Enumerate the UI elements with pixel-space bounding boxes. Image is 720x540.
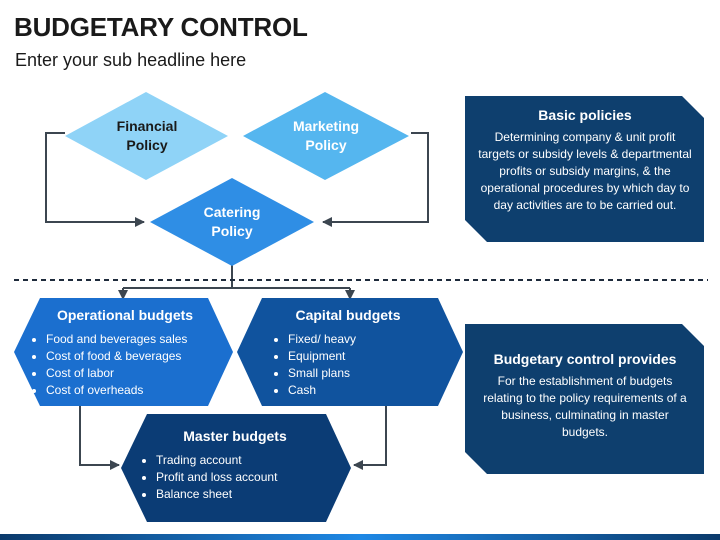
operational-budgets-title: Operational budgets: [56, 307, 194, 323]
list-item: Equipment: [288, 348, 438, 365]
basic-policies-title: Basic policies: [538, 107, 632, 123]
list-item: Fixed/ heavy: [288, 331, 438, 348]
list-item: Cost of food & beverages: [46, 348, 220, 365]
budgetary-control-title: Budgetary control provides: [493, 351, 677, 367]
budgetary-control-content: Budgetary control provides For the estab…: [478, 351, 692, 441]
master-budgets-list: Trading account Profit and loss account …: [140, 452, 330, 503]
catering-split-connector: [123, 265, 350, 289]
list-item: Food and beverages sales: [46, 331, 220, 348]
page-subtitle: Enter your sub headline here: [15, 50, 247, 70]
marketing-policy-diamond: [243, 92, 409, 180]
capital-budgets-hexagon: [237, 298, 463, 406]
basic-policies-content: Basic policies Determining company & uni…: [478, 107, 692, 214]
basic-policies-box: [465, 96, 704, 242]
operational-budgets-list: Food and beverages sales Cost of food & …: [30, 331, 220, 399]
master-budgets-title: Master budgets: [183, 428, 287, 444]
catering-policy-label: Catering Policy: [203, 204, 261, 239]
operational-budgets-content: Operational budgets Food and beverages s…: [30, 307, 220, 399]
budgetary-control-box: [465, 324, 704, 474]
list-item: Balance sheet: [156, 486, 330, 503]
operational-to-master-connector: [79, 405, 120, 470]
capital-to-master-connector: [353, 405, 387, 470]
bottom-accent-bar: [0, 534, 720, 540]
list-item: Cash: [288, 382, 438, 399]
page-title: BUDGETARY CONTROL: [14, 12, 308, 42]
marketing-policy-label: Marketing Policy: [292, 118, 360, 153]
marketing-loop-connector: [322, 132, 429, 227]
list-item: Cost of labor: [46, 365, 220, 382]
capital-budgets-content: Capital budgets Fixed/ heavy Equipment S…: [258, 307, 438, 399]
master-budgets-hexagon: [121, 414, 351, 522]
list-item: Small plans: [288, 365, 438, 382]
list-item: Profit and loss account: [156, 469, 330, 486]
capital-budgets-title: Capital budgets: [295, 307, 401, 323]
list-item: Cost of overheads: [46, 382, 220, 399]
financial-policy-diamond: [65, 92, 228, 180]
financial-loop-connector: [45, 132, 145, 227]
budgetary-control-body: For the establishment of budgets relatin…: [483, 374, 687, 439]
master-budgets-content: Master budgets Trading account Profit an…: [140, 428, 330, 503]
catering-policy-diamond: [150, 178, 314, 266]
list-item: Trading account: [156, 452, 330, 469]
operational-budgets-hexagon: [14, 298, 233, 406]
financial-policy-label: Financial Policy: [116, 118, 178, 153]
basic-policies-body: Determining company & unit profit target…: [478, 130, 692, 212]
capital-budgets-list: Fixed/ heavy Equipment Small plans Cash: [258, 331, 438, 399]
